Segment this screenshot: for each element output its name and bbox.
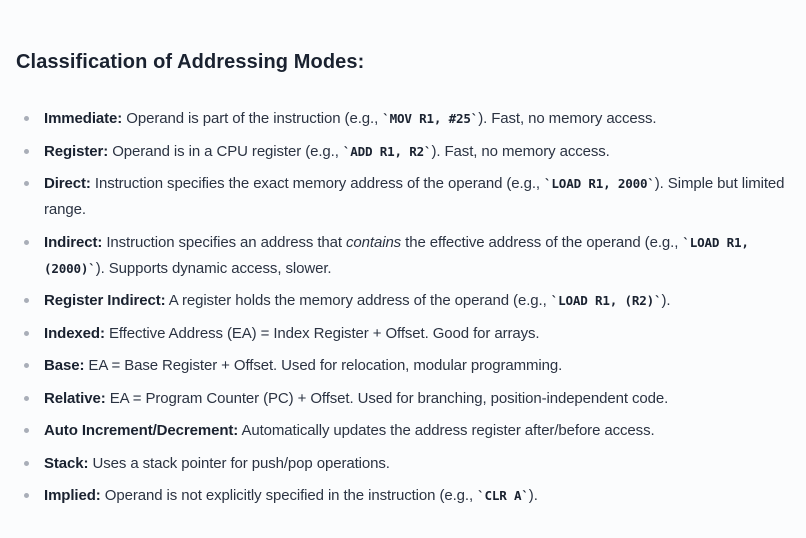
bullet-icon (24, 239, 29, 245)
body-text: Instruction specifies the exact memory a… (90, 175, 545, 192)
list-item-text: Relative: EA = Program Counter (PC) + Of… (44, 386, 798, 412)
list-item: Indirect: Instruction specifies an addre… (16, 230, 798, 282)
code-snippet: `ADD R1, R2` (342, 143, 432, 159)
bullet-icon (24, 116, 29, 121)
body-text: the effective address of the operand (e.… (401, 233, 683, 251)
term-label: Direct: (44, 175, 91, 192)
list-item: Register Indirect: A register holds the … (16, 288, 798, 314)
list-item: Immediate: Operand is part of the instru… (16, 106, 798, 132)
body-text: Instruction specifies an address that (102, 233, 347, 251)
content-area: Classification of Addressing Modes: Imme… (16, 51, 798, 509)
body-text: ). Simple but limited range. (44, 175, 785, 218)
term-label: Immediate: (44, 110, 123, 127)
body-text: ). Supports dynamic access, slower. (95, 259, 332, 277)
addressing-modes-list: Immediate: Operand is part of the instru… (16, 106, 798, 509)
term-label: Auto Increment/Decrement: (44, 422, 239, 439)
list-item-text: Indexed: Effective Address (EA) = Index … (44, 321, 798, 347)
body-text: Operand is part of the instruction (e.g.… (122, 110, 383, 127)
body-text: Automatically updates the address regist… (238, 422, 655, 439)
term-label: Stack: (44, 454, 89, 472)
term-label: Indirect: (44, 233, 103, 251)
term-label: Implied: (44, 487, 101, 504)
list-item-text: Immediate: Operand is part of the instru… (44, 106, 798, 132)
bullet-icon (24, 181, 29, 186)
list-item: Auto Increment/Decrement: Automatically … (16, 418, 798, 444)
bullet-icon (24, 148, 29, 154)
body-text: ). Fast, no memory access. (478, 110, 657, 127)
list-item: Register: Operand is in a CPU register (… (16, 139, 798, 165)
list-item: Relative: EA = Program Counter (PC) + Of… (16, 386, 798, 412)
list-item: Direct: Instruction specifies the exact … (16, 171, 798, 223)
term-label: Indexed: (44, 324, 105, 342)
list-item-text: Implied: Operand is not explicitly speci… (44, 483, 798, 509)
code-snippet: `LOAD R1, (R2)` (550, 293, 662, 308)
body-text: ). (661, 292, 671, 309)
bullet-icon (24, 428, 29, 433)
list-item: Base: EA = Base Register + Offset. Used … (16, 353, 798, 379)
list-item: Stack: Uses a stack pointer for push/pop… (16, 451, 798, 477)
code-snippet: `LOAD R1, (2000)` (44, 234, 749, 276)
list-item-text: Base: EA = Base Register + Offset. Used … (44, 353, 798, 379)
body-text: EA = Base Register + Offset. Used for re… (84, 357, 563, 374)
bullet-icon (24, 493, 29, 498)
emphasis-text: contains (346, 233, 402, 251)
term-label: Base: (44, 357, 85, 374)
list-item-text: Indirect: Instruction specifies an addre… (44, 230, 798, 282)
code-snippet: `MOV R1, #25` (382, 111, 479, 126)
bullet-icon (24, 460, 29, 466)
list-item-text: Register Indirect: A register holds the … (44, 288, 798, 314)
bullet-icon (24, 298, 29, 303)
page-title: Classification of Addressing Modes: (16, 51, 365, 73)
list-item: Implied: Operand is not explicitly speci… (16, 483, 798, 509)
bullet-icon (24, 363, 29, 368)
body-text: EA = Program Counter (PC) + Offset. Used… (105, 389, 669, 407)
list-item-text: Auto Increment/Decrement: Automatically … (44, 418, 798, 444)
list-item: Indexed: Effective Address (EA) = Index … (16, 321, 798, 347)
bullet-icon (24, 395, 29, 401)
code-snippet: `LOAD R1, 2000` (544, 176, 655, 191)
term-label: Relative: (44, 389, 106, 407)
list-item-text: Stack: Uses a stack pointer for push/pop… (44, 451, 798, 477)
term-label: Register: (44, 142, 109, 160)
term-label: Register Indirect: (44, 292, 166, 309)
code-snippet: `CLR A` (477, 488, 529, 503)
body-text: Operand is not explicitly specified in t… (100, 487, 478, 504)
body-text: Effective Address (EA) = Index Register … (104, 324, 540, 342)
body-text: ). (528, 487, 538, 504)
list-item-text: Register: Operand is in a CPU register (… (44, 139, 798, 165)
body-text: ). Fast, no memory access. (431, 142, 610, 160)
body-text: Uses a stack pointer for push/pop operat… (88, 454, 390, 472)
body-text: Operand is in a CPU register (e.g., (108, 142, 343, 160)
bullet-icon (24, 330, 29, 336)
list-item-text: Direct: Instruction specifies the exact … (44, 171, 798, 223)
body-text: A register holds the memory address of t… (165, 292, 551, 309)
